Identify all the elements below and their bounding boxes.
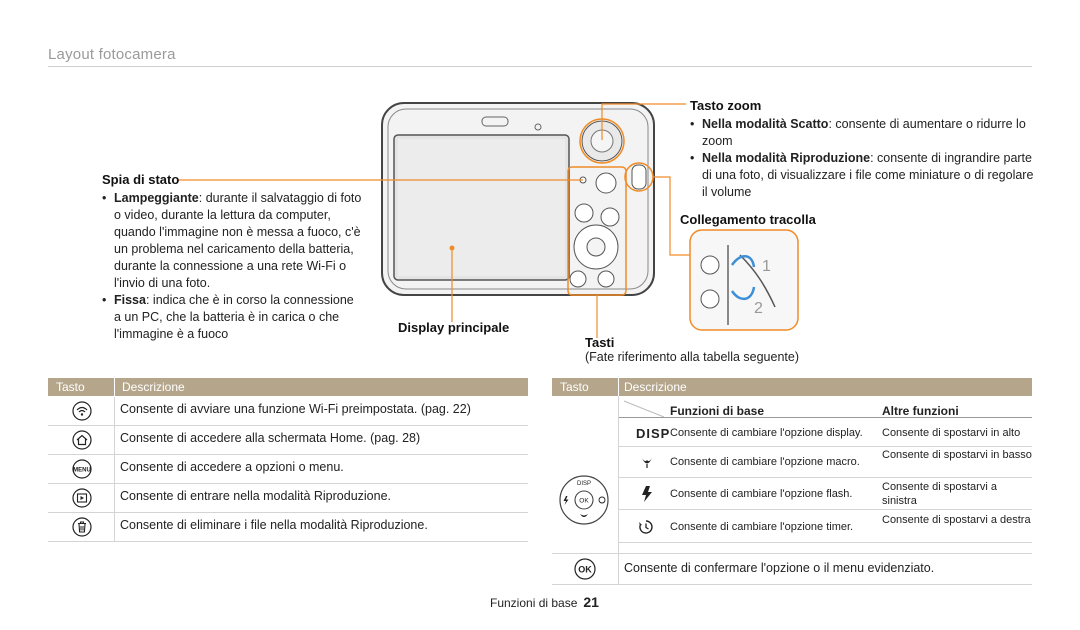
table-row: Consente di cambiare l'opzione flash. Co… (618, 478, 1032, 510)
menu-icon: MENU (72, 459, 92, 479)
left-col-description: Descrizione (122, 380, 185, 394)
subheader-diagonal (618, 400, 1032, 418)
row-description: Consente di eliminare i file nella modal… (120, 518, 428, 532)
status-lamp-title: Spia di stato (102, 172, 180, 187)
page-number: 21 (583, 594, 599, 610)
table-row: MENU Consente di accedere a opzioni o me… (48, 455, 528, 484)
column-divider (618, 396, 619, 584)
strap-title: Collegamento tracolla (680, 212, 816, 227)
row-description: Consente di accedere alla schermata Home… (120, 431, 421, 445)
table-row: OK Consente di confermare l'opzione o il… (552, 554, 1032, 585)
basic-function: Consente di cambiare l'opzione display. (670, 427, 863, 439)
zoom-item: Nella modalità Riproduzione: consente di… (690, 150, 1040, 201)
svg-text:2: 2 (754, 300, 763, 317)
trash-icon (72, 517, 92, 537)
other-function: Consente di spostarvi in basso (882, 449, 1032, 461)
right-table-header: Tasto Descrizione (552, 378, 1032, 396)
ok-description: Consente di confermare l'opzione o il me… (624, 561, 935, 575)
sub-table: DISP Consente di cambiare l'opzione disp… (618, 420, 1032, 543)
ok-icon-label: OK (578, 565, 592, 575)
row-divider (552, 553, 1032, 554)
disp-icon: DISP (636, 426, 671, 441)
status-lamp-item: Fissa: indica che è in corso la connessi… (102, 292, 362, 343)
title-divider (48, 66, 1032, 67)
table-row: Consente di cambiare l'opzione timer. Co… (618, 510, 1032, 543)
dpad-disp-label: DISP (577, 481, 591, 487)
zoom-item: Nella modalità Scatto: consente di aumen… (690, 116, 1040, 150)
ok-icon: OK (574, 558, 596, 580)
zoom-title: Tasto zoom (690, 98, 762, 113)
row-description: Consente di accedere a opzioni o menu. (120, 460, 344, 474)
buttons-title: Tasti (585, 335, 615, 350)
timer-icon (639, 520, 653, 534)
basic-function: Consente di cambiare l'opzione timer. (670, 521, 854, 533)
table-row: Consente di entrare nella modalità Ripro… (48, 484, 528, 513)
home-icon (72, 430, 92, 450)
basic-function: Consente di cambiare l'opzione flash. (670, 488, 853, 500)
zoom-list: Nella modalità Scatto: consente di aumen… (690, 116, 1040, 201)
footer-label: Funzioni di base (490, 596, 578, 610)
status-lamp-item: Lampeggiante: durante il salvataggio di … (102, 190, 362, 292)
flash-icon (642, 486, 652, 502)
table-row: Consente di accedere alla schermata Home… (48, 426, 528, 455)
row-description: Consente di entrare nella modalità Ripro… (120, 489, 391, 503)
right-col-button: Tasto (560, 380, 589, 394)
display-title: Display principale (398, 320, 510, 335)
camera-illustration: 1 2 (381, 102, 799, 331)
left-table-header: Tasto Descrizione (48, 378, 528, 396)
dpad-ok-label: OK (579, 498, 589, 505)
dpad-diagram: DISP OK (559, 475, 609, 525)
svg-text:MENU: MENU (73, 468, 91, 474)
section-title: Layout fotocamera (48, 46, 176, 63)
svg-text:1: 1 (762, 258, 771, 275)
sub-col-basic: Funzioni di base (670, 404, 765, 418)
row-description: Consente di avviare una funzione Wi-Fi p… (120, 402, 471, 416)
other-function: Consente di spostarvi in alto (882, 427, 1021, 439)
page-footer: Funzioni di base 21 (490, 594, 599, 610)
left-col-button: Tasto (56, 380, 85, 394)
sub-col-other: Altre funzioni (882, 404, 959, 418)
right-col-description: Descrizione (624, 380, 687, 394)
other-function: Consente di spostarvi a sinistra (882, 481, 997, 507)
macro-icon (642, 458, 652, 468)
table-row: Consente di eliminare i file nella modal… (48, 513, 528, 542)
table-row: Consente di cambiare l'opzione macro. Co… (618, 447, 1032, 478)
table-row: DISP Consente di cambiare l'opzione disp… (618, 420, 1032, 447)
buttons-note: (Fate riferimento alla tabella seguente) (585, 350, 800, 364)
playback-icon (72, 488, 92, 508)
status-lamp-list: Lampeggiante: durante il salvataggio di … (102, 190, 362, 343)
basic-function: Consente di cambiare l'opzione macro. (670, 456, 860, 468)
wifi-icon (72, 401, 92, 421)
table-row: Consente di avviare una funzione Wi-Fi p… (48, 397, 528, 426)
other-function: Consente di spostarvi a destra (882, 514, 1031, 526)
